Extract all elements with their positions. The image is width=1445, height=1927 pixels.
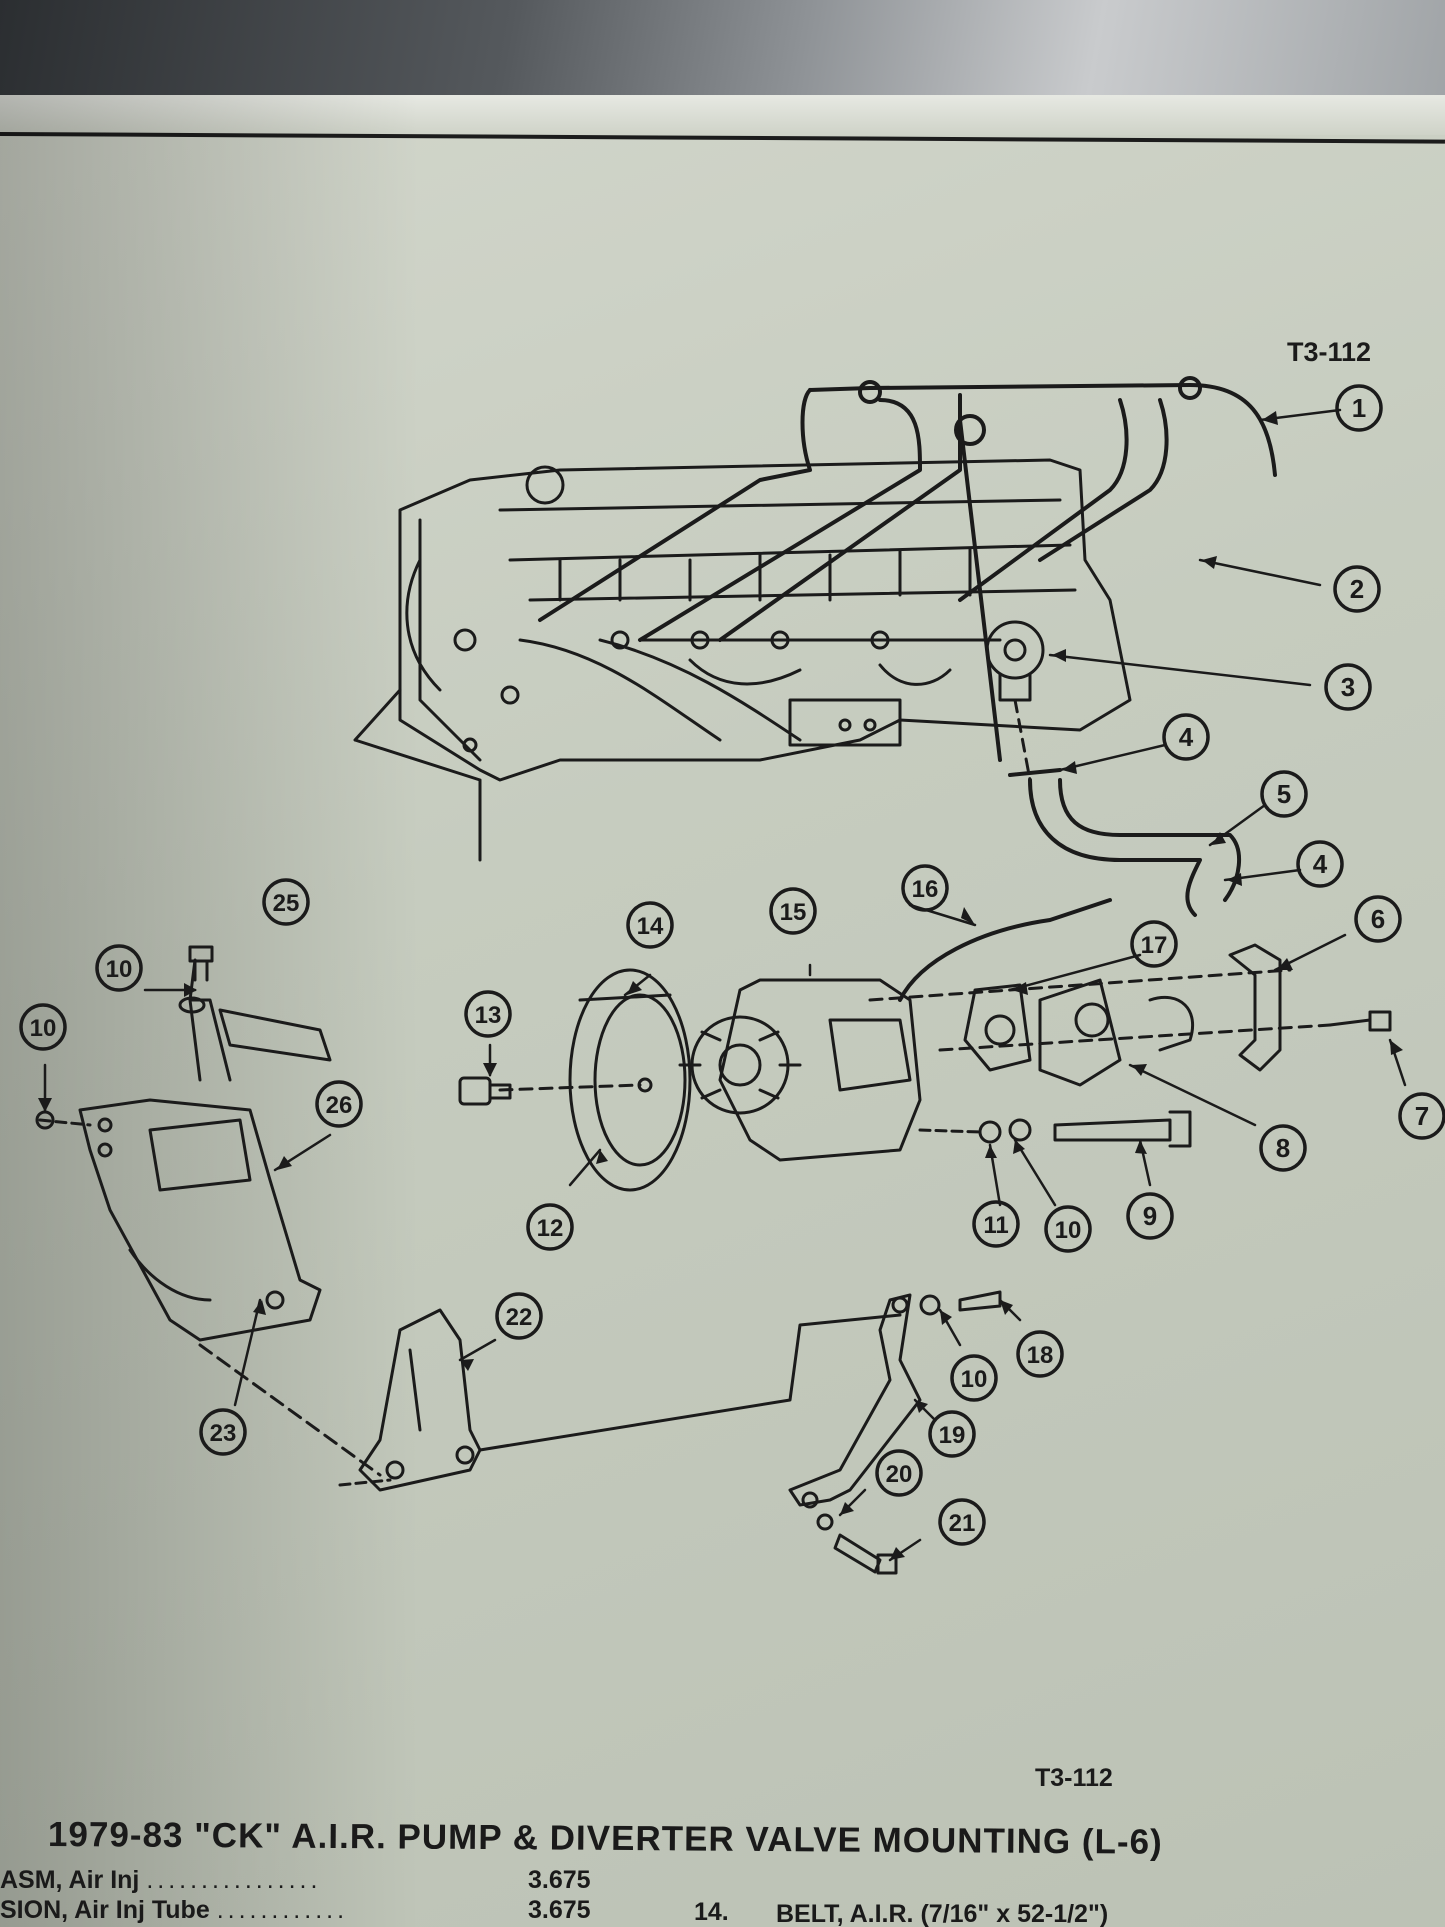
part-value: 3.675 <box>528 1896 591 1924</box>
air-pump-drawing <box>678 978 922 1162</box>
callout-number: 17 <box>1141 932 1168 959</box>
shadow-overlay <box>0 95 420 1927</box>
part-name: SION, Air Inj Tube <box>0 1896 210 1924</box>
callout-number: 3 <box>1341 672 1355 702</box>
parts-list-right-number: 14. <box>694 1898 729 1926</box>
figure-code-top: T3-112 <box>1287 337 1372 367</box>
bolt-25-drawing <box>178 945 214 1014</box>
callout-number: 26 <box>326 1092 353 1119</box>
part-value: 3.675 <box>528 1866 591 1894</box>
callout-number: 12 <box>537 1215 564 1242</box>
callout-number: 9 <box>1143 1201 1157 1231</box>
callout-number: 20 <box>886 1461 913 1488</box>
gasket-and-housing-drawing <box>963 978 1195 1087</box>
callout-number: 14 <box>637 913 664 940</box>
engine-block-drawing <box>353 458 1132 862</box>
leader-lines <box>43 408 1407 1562</box>
figure-code-bottom: T3-112 <box>1035 1764 1113 1792</box>
part-name: ASM, Air Inj <box>0 1866 140 1894</box>
parts-list-right-name: BELT, A.I.R. (7/16" x 52-1/2") <box>776 1900 1109 1927</box>
callout-number: 10 <box>30 1015 57 1042</box>
diverter-valve-drawing <box>985 620 1045 782</box>
callout-circles <box>19 384 1445 1546</box>
vacuum-hose-drawing <box>898 898 1112 1002</box>
pulley-drawing <box>498 968 692 1192</box>
callout-number: 10 <box>1055 1217 1082 1244</box>
leader-dots: ............ <box>216 1896 349 1924</box>
callout-number: 2 <box>1350 574 1364 604</box>
callout-number: 5 <box>1277 779 1291 809</box>
callout-number: 18 <box>1027 1342 1054 1369</box>
adjust-bracket-19-drawing <box>788 1290 1002 1575</box>
callout-number: 15 <box>780 899 807 926</box>
callout-number: 19 <box>939 1422 966 1449</box>
callout-number: 10 <box>961 1366 988 1393</box>
brace-22-drawing <box>198 1308 902 1492</box>
callout-number: 13 <box>475 1002 502 1029</box>
air-injection-manifold-tubes <box>538 376 1277 762</box>
callout-number: 23 <box>210 1420 237 1447</box>
bolt-13-drawing <box>458 1076 512 1106</box>
diagram-title: 1979-83 "CK" A.I.R. PUMP & DIVERTER VALV… <box>47 1815 1163 1862</box>
parts-list-row: SION, Air Inj Tube ............ <box>0 1896 348 1925</box>
leader-dots: ................ <box>146 1866 322 1894</box>
mounting-bracket-26-drawing <box>35 958 332 1342</box>
callout-number: 8 <box>1276 1133 1290 1163</box>
parts-list-row: ASM, Air Inj ................ <box>0 1866 321 1895</box>
bracket-6-drawing <box>868 943 1392 1072</box>
callout-number: 25 <box>273 890 300 917</box>
callout-number: 6 <box>1371 904 1385 934</box>
bolt-9-drawing <box>918 1110 1192 1148</box>
manual-page <box>0 95 1445 1927</box>
callout-number: 4 <box>1179 722 1194 752</box>
hose-drawing <box>1008 768 1242 917</box>
callout-number: 22 <box>506 1304 533 1331</box>
callout-number: 11 <box>983 1212 1008 1239</box>
page-top-edge <box>0 95 1445 135</box>
callout-number: 4 <box>1313 849 1328 879</box>
callout-number: 10 <box>106 956 133 983</box>
callout-number: 21 <box>949 1510 976 1537</box>
callout-number: 7 <box>1415 1101 1429 1131</box>
callout-number: 1 <box>1352 393 1366 423</box>
callout-number: 16 <box>912 876 939 903</box>
